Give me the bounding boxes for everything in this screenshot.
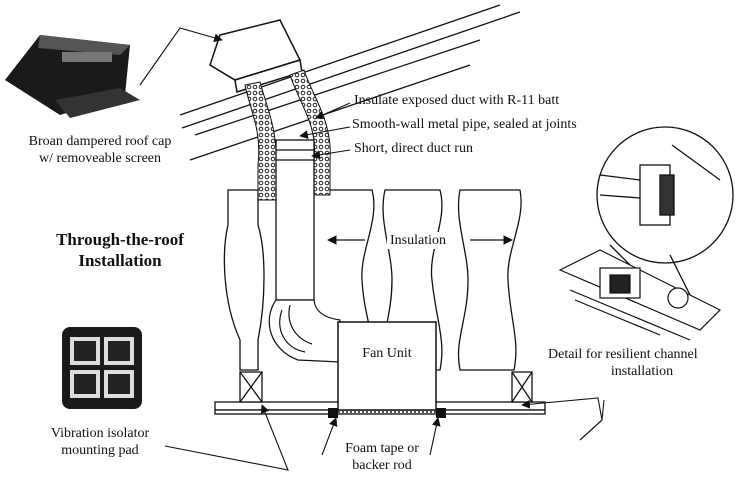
- detail-magnifier-icon: [596, 126, 734, 301]
- detail-label-line1: Detail for resilient channel: [548, 347, 698, 362]
- roof-cap-label: Broan dampered roof cap w/ removeable sc…: [0, 133, 200, 167]
- isolator-label-line2: mounting pad: [61, 443, 139, 458]
- roof-lines: [179, 4, 521, 161]
- roof-cap-top: [209, 19, 303, 93]
- isolator-label: Vibration isolator mounting pad: [0, 425, 200, 459]
- foam-tape-label-line2: backer rod: [352, 458, 412, 473]
- insulated-duct: [244, 69, 331, 201]
- fan-unit-label: Fan Unit: [362, 346, 412, 361]
- detail-label-line2: installation: [610, 364, 674, 379]
- diagram-title-line1: Through-the-roof: [56, 230, 184, 249]
- fan-unit-box: [337, 321, 437, 413]
- vibration-pad-icon: [62, 327, 142, 409]
- foam-tape: [328, 408, 446, 418]
- detail-label: Detail for resilient channel installatio…: [548, 346, 736, 380]
- metal-pipe-label: Smooth-wall metal pipe, sealed at joints: [352, 117, 577, 132]
- leader-lines: [139, 27, 605, 471]
- duct-elbow: [268, 299, 341, 363]
- diagram-title: Through-the-roof Installation: [20, 229, 220, 271]
- short-run-label: Short, direct duct run: [354, 141, 473, 156]
- isolator-label-line1: Vibration isolator: [50, 426, 150, 441]
- insulation-label: Insulation: [387, 232, 449, 249]
- foam-tape-label-line1: Foam tape or: [345, 441, 419, 456]
- metal-duct: [275, 139, 315, 301]
- roof-cap-icon: [5, 35, 140, 118]
- insulate-duct-label: Insulate exposed duct with R-11 batt: [354, 93, 560, 108]
- foam-tape-label: Foam tape or backer rod: [312, 440, 452, 474]
- detail-channel-drawing: [558, 249, 722, 341]
- roof-cap-label-line2: w/ removeable screen: [38, 151, 162, 166]
- roof-cap-label-line1: Broan dampered roof cap: [28, 134, 172, 149]
- diagram-title-line2: Installation: [78, 251, 162, 270]
